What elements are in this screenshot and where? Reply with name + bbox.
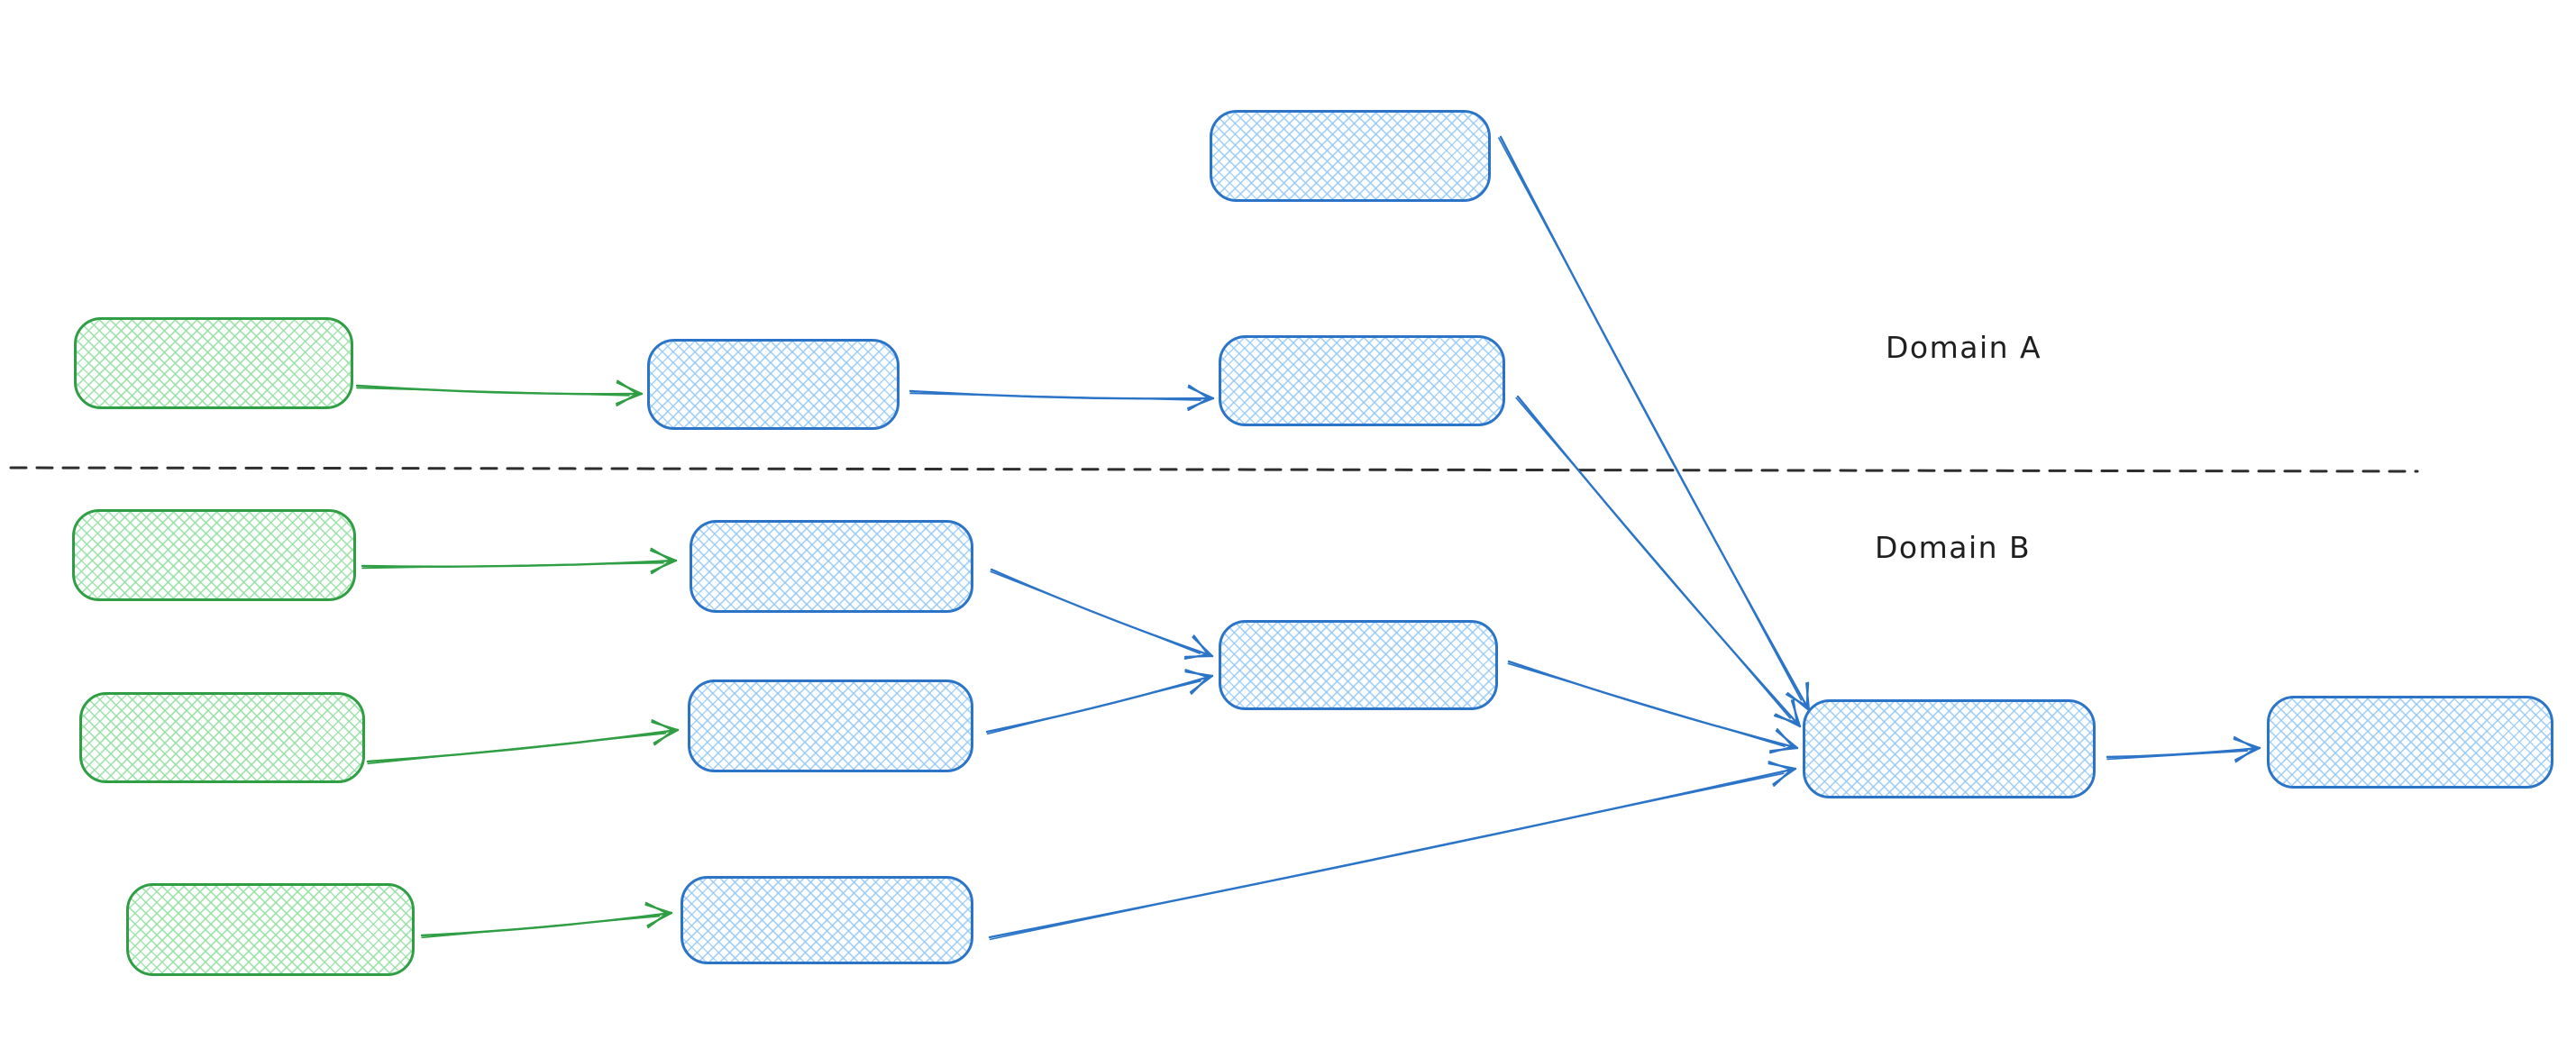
- edge-external-input-top-to-aggregator[interactable]: [1498, 135, 1811, 712]
- node-process-b-2[interactable]: [688, 680, 973, 772]
- edge-source-domain-a-to-process-a-1[interactable]: [355, 379, 644, 406]
- node-process-a-2[interactable]: [1219, 335, 1505, 426]
- domain-b-label[interactable]: Domain B: [1875, 530, 2032, 565]
- node-merge-domain-b[interactable]: [1219, 620, 1498, 710]
- node-process-a-1[interactable]: [647, 339, 900, 430]
- edge-merge-domain-b-to-aggregator[interactable]: [1507, 660, 1799, 754]
- edge-process-a-2-to-aggregator[interactable]: [1515, 395, 1802, 728]
- edge-process-a-1-to-process-a-2[interactable]: [909, 384, 1215, 412]
- edge-process-b-1-to-merge-domain-b[interactable]: [990, 568, 1214, 660]
- node-external-input-top[interactable]: [1210, 110, 1491, 202]
- node-process-b-1[interactable]: [690, 520, 973, 613]
- node-source-b-1[interactable]: [72, 509, 356, 601]
- domain-divider-line[interactable]: [9, 466, 2419, 473]
- node-process-b-3[interactable]: [681, 876, 973, 964]
- node-aggregator[interactable]: [1803, 699, 2096, 798]
- edge-process-b-3-to-aggregator[interactable]: [988, 761, 1797, 941]
- edge-source-b-3-to-process-b-3[interactable]: [420, 901, 673, 939]
- edge-aggregator-to-output[interactable]: [2106, 735, 2261, 763]
- edge-source-b-1-to-process-b-1[interactable]: [361, 547, 678, 575]
- node-source-b-2[interactable]: [79, 692, 365, 783]
- node-source-domain-a[interactable]: [74, 317, 353, 409]
- edge-process-b-2-to-merge-domain-b[interactable]: [985, 669, 1214, 735]
- node-output[interactable]: [2267, 696, 2553, 789]
- domain-a-label[interactable]: Domain A: [1886, 330, 2042, 365]
- edge-source-b-2-to-process-b-2[interactable]: [366, 719, 680, 765]
- node-source-b-3[interactable]: [126, 883, 415, 976]
